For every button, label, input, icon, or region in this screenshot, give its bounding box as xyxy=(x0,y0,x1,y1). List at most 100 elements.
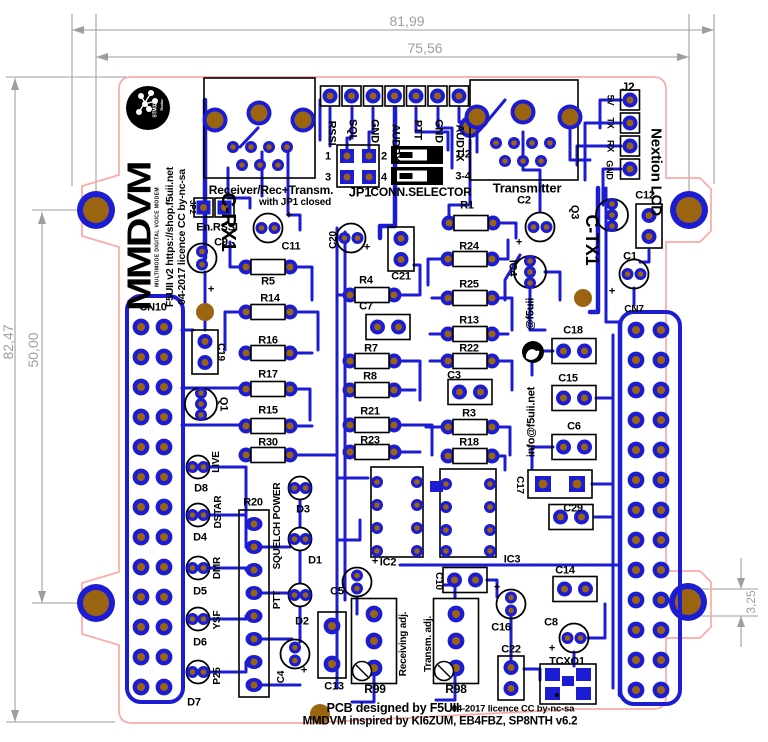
silk-label-c3: C3 xyxy=(447,369,461,382)
silk-label-transm-adj-: Transm. adj. xyxy=(423,616,434,672)
silk-label-r21: R21 xyxy=(360,405,380,418)
silk-label--: + xyxy=(608,285,616,298)
rx-connector xyxy=(202,77,316,179)
ic3-dip xyxy=(430,468,497,558)
stm32-logo-icon xyxy=(126,86,170,130)
silk-label-tcxo1: TCXO1 xyxy=(549,655,585,668)
silk-label-d5: D5 xyxy=(193,585,207,598)
silk-label-ptt: PTT xyxy=(411,119,424,141)
silk-label-c8: C8 xyxy=(544,616,558,629)
silk-label-5v: 5V xyxy=(605,94,616,106)
silk-label--: + xyxy=(300,664,308,677)
silk-label-c4: C4 xyxy=(276,670,287,684)
silk-label-tx: TX xyxy=(605,117,616,129)
silk-label-sql: SQL xyxy=(346,118,359,142)
silk-label-r18: R18 xyxy=(459,436,479,449)
silk-label-ptt: PTT xyxy=(272,590,283,610)
dim-hole-diameter: 3,25 xyxy=(744,590,758,614)
silk-label-c16: C16 xyxy=(491,621,511,634)
silk-label-r4: R4 xyxy=(359,274,373,287)
silk-label--: + xyxy=(371,555,379,568)
silk-label-jp1: JP1 xyxy=(348,184,372,200)
dim-width-holes: 75,56 xyxy=(407,40,443,56)
silk-label-r30: R30 xyxy=(258,436,278,449)
mmdvm-logo-subtitle: MULTIMODE DIGITAL VOICE MODEM xyxy=(154,187,161,287)
silk-label-c29: C29 xyxy=(563,502,583,515)
silk-label-d6: D6 xyxy=(193,636,207,649)
silk-label-receiving-adj-: Receiving adj. xyxy=(398,611,409,677)
silk-label-r5: R5 xyxy=(261,275,275,288)
silk-label-c9: C9 xyxy=(214,236,228,249)
silk-label-p25: P25 xyxy=(212,667,223,685)
silk-label-c21: C21 xyxy=(391,270,411,283)
silk-label-c20: C20 xyxy=(328,231,339,249)
dim-width-outer: 81,99 xyxy=(389,13,425,29)
stm32-logo-subtext: Rucko xyxy=(159,99,164,111)
silk-label-ic3: IC3 xyxy=(503,553,521,566)
tcxo-footprint xyxy=(539,663,597,705)
silk-label-rssi: RSSI xyxy=(325,120,338,146)
ic2-dip xyxy=(370,466,424,558)
silk-label-r20: R20 xyxy=(243,496,263,509)
silk-label-q3: Q3 xyxy=(568,204,581,220)
stm32-logo-text: STM32 xyxy=(152,102,159,118)
silk-label-c10: C10 xyxy=(433,572,444,590)
silk-label--f5uii: @f5uii xyxy=(524,297,537,331)
silk-label-c-tx1: C-TX1 xyxy=(582,214,602,266)
silk-label-r3: R3 xyxy=(462,407,476,420)
silk-label-c19: C19 xyxy=(215,343,226,361)
silk-label-cn7: CN7 xyxy=(624,304,644,315)
silk-label--: + xyxy=(363,241,371,254)
silk-label-ic4: IC4 xyxy=(506,259,519,277)
silk-label-jp2: JP2 xyxy=(188,200,197,214)
silk-label-1-2: 1-2 xyxy=(455,148,471,161)
credit-line: F5UII v2 https://shop.f5uii.net xyxy=(163,166,176,308)
silk-label-r14: R14 xyxy=(260,292,280,305)
silk-label-conn-selector: CONN.SELECTOR xyxy=(370,185,472,199)
silk-label-r25: R25 xyxy=(459,278,479,291)
silk-label-info-f5uii-net: info@f5uii.net xyxy=(525,386,538,458)
silk-label-c18: C18 xyxy=(563,324,583,337)
r20-network xyxy=(238,509,270,698)
silk-label-c15: C15 xyxy=(558,372,578,385)
silk-label-4: 4 xyxy=(381,171,387,184)
silk-label-receiver-rec-transm-: Receiver/Rec+Transm. xyxy=(208,183,334,197)
footer-designed: PCB designed by F5UII xyxy=(326,700,460,715)
silk-label-d2: D2 xyxy=(295,615,309,628)
capacitors xyxy=(192,204,662,700)
silk-label-r7: R7 xyxy=(364,342,378,355)
silk-label-nextion-lcd: Nextion LCD xyxy=(647,128,665,216)
silk-label--: + xyxy=(285,209,293,222)
footer-designed-licence: 04-2017 licence CC by-nc-sa xyxy=(451,703,575,715)
silk-label-d8: D8 xyxy=(194,482,208,495)
silk-label-3: 3 xyxy=(325,171,331,184)
silk-label-squelch-power: SQUELCH POWER xyxy=(272,482,283,570)
silk-label-2: 2 xyxy=(381,150,387,163)
silk-label-c11: C11 xyxy=(281,240,301,253)
silk-label-r13: R13 xyxy=(459,314,479,327)
silk-label--: + xyxy=(493,581,501,594)
silk-label-c12: C12 xyxy=(635,189,655,202)
footer-inspired: MMDVM inspired by KI6ZUM, EB4FBZ, SP8NTH… xyxy=(302,715,578,728)
silk-label-d7: D7 xyxy=(187,696,201,709)
silk-label-r17: R17 xyxy=(258,368,278,381)
silk-label-transmitter: Transmitter xyxy=(492,180,562,196)
dim-hole-spacing: 50,00 xyxy=(25,332,41,368)
silk-label-d3: D3 xyxy=(296,503,310,516)
silk-label-r22: R22 xyxy=(459,342,479,355)
silk-label-c1: C1 xyxy=(623,250,637,263)
silk-label--: + xyxy=(548,642,556,655)
silk-label-gnd: GND xyxy=(432,119,445,143)
silk-label-c2: C2 xyxy=(517,194,531,207)
silk-label-d4: D4 xyxy=(193,531,207,544)
silk-label-3-4: 3-4 xyxy=(455,170,471,183)
silk-label-c5: C5 xyxy=(330,585,344,598)
dim-height-outer: 82,47 xyxy=(0,324,16,360)
silk-label-r24: R24 xyxy=(459,240,479,253)
silk-label-ysf: YSF xyxy=(212,610,223,630)
silk-label-ic2: IC2 xyxy=(379,556,397,569)
silk-label-en-rssi: En.RSSI xyxy=(196,221,238,234)
